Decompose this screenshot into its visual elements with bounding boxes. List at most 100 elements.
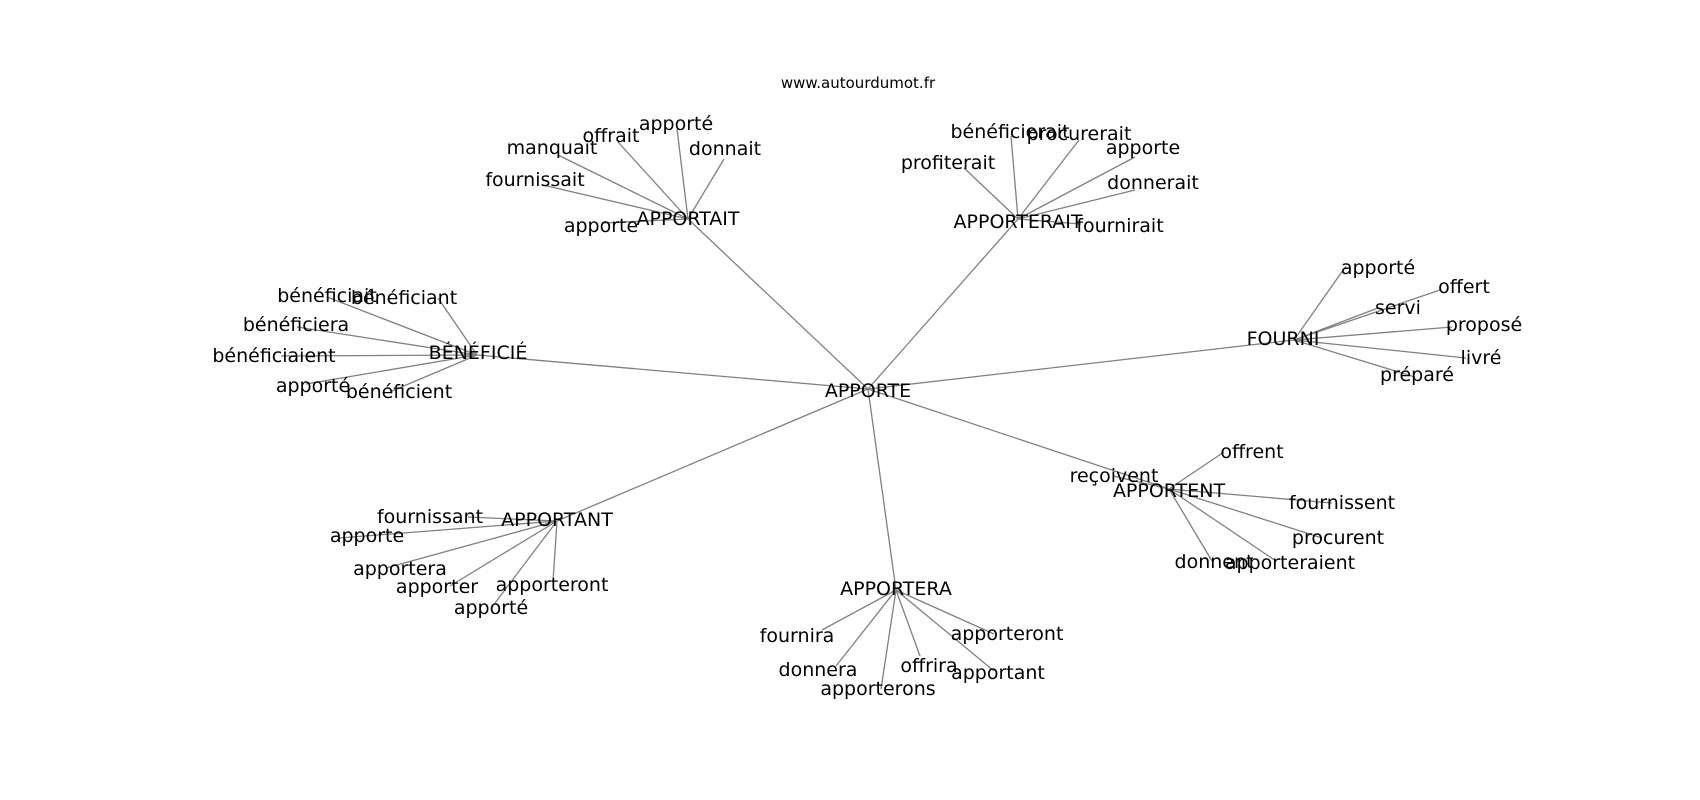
edge-hub-to-word <box>1293 339 1467 359</box>
word-node[interactable]: manquait <box>507 137 598 159</box>
word-node[interactable]: offrait <box>583 125 640 147</box>
word-node[interactable]: apporté <box>1341 257 1415 279</box>
word-node[interactable]: apporté <box>454 597 528 619</box>
hub-node[interactable]: APPORTERA <box>840 578 952 600</box>
edge-hub-to-word <box>385 520 558 569</box>
edge-hub-to-word <box>602 218 689 224</box>
edge-hub-to-word <box>895 589 995 635</box>
word-node[interactable]: bénéficierait <box>950 121 1069 143</box>
word-node[interactable]: profiterait <box>901 152 995 174</box>
edge-center-to-hub <box>867 218 1019 390</box>
word-node[interactable]: apportera <box>353 558 447 580</box>
edge-hub-to-word <box>880 589 897 690</box>
word-node[interactable]: bénéficient <box>346 381 452 403</box>
edge-center-to-hub <box>867 388 1170 490</box>
word-node[interactable]: offrent <box>1220 441 1283 463</box>
edge-hub-to-word <box>1017 189 1136 220</box>
word-node[interactable]: apporteront <box>496 574 609 596</box>
hub-node[interactable]: APPORTANT <box>501 509 613 531</box>
edge-hub-to-word <box>542 184 689 220</box>
word-node[interactable]: bénéficiera <box>243 314 349 336</box>
edge-hub-to-word <box>1293 265 1347 341</box>
word-node[interactable]: fournissent <box>1289 492 1395 514</box>
word-node[interactable]: apporte <box>1106 137 1180 159</box>
word-node[interactable]: reçoivent <box>1070 465 1159 487</box>
edge-hub-to-word <box>676 128 689 220</box>
word-node[interactable]: donnent <box>1175 551 1254 573</box>
edge-hub-to-word <box>1293 307 1379 341</box>
word-node[interactable]: procurent <box>1292 527 1384 549</box>
site-url: www.autourdumot.fr <box>781 74 936 92</box>
word-node[interactable]: donnera <box>779 659 858 681</box>
edge-hub-to-word <box>1168 488 1333 504</box>
edge-hub-to-word <box>437 297 478 356</box>
hub-node[interactable]: APPORTAIT <box>636 208 739 230</box>
word-node[interactable]: apporté <box>276 375 350 397</box>
word-node[interactable]: fournissait <box>485 169 584 191</box>
edge-hub-to-word <box>280 354 478 357</box>
edge-hub-to-word <box>895 589 995 672</box>
edge-hub-to-word <box>1168 488 1213 562</box>
edge-center-to-hub <box>476 354 869 390</box>
word-node[interactable]: apporter <box>396 576 478 598</box>
word-node[interactable]: offrira <box>900 655 957 677</box>
edge-hub-to-word <box>552 520 558 583</box>
word-node[interactable]: fournissant <box>377 506 483 528</box>
edge-hub-to-word <box>1017 156 1136 220</box>
word-node[interactable]: apportant <box>951 662 1045 684</box>
edge-hub-to-word <box>835 589 897 667</box>
hub-node[interactable]: APPORTENT <box>1113 480 1226 502</box>
edge-hub-to-word <box>296 326 478 356</box>
edge-hub-to-word <box>1112 475 1170 490</box>
edge-hub-to-word <box>687 158 725 220</box>
edge-hub-to-word <box>494 520 558 604</box>
word-node[interactable]: offert <box>1438 276 1490 298</box>
word-node[interactable]: apporteront <box>951 623 1064 645</box>
edge-hub-to-word <box>963 167 1019 220</box>
word-node[interactable]: donnerait <box>1107 172 1199 194</box>
word-node[interactable]: livré <box>1461 347 1502 369</box>
hub-node[interactable]: APPORTERAIT <box>954 211 1083 233</box>
hub-node[interactable]: BÉNÉFICIÉ <box>429 341 528 364</box>
graph-edges <box>280 128 1467 690</box>
word-node[interactable]: bénéficiant <box>351 287 457 309</box>
word-node[interactable]: fournirait <box>1076 215 1163 237</box>
edge-hub-to-word <box>449 520 558 587</box>
edge-hub-to-word <box>1168 488 1323 539</box>
edge-hub-to-word <box>467 516 558 522</box>
word-node[interactable]: apporte <box>330 525 404 547</box>
edge-center-to-hub <box>687 218 869 390</box>
word-node[interactable]: bénéficiait <box>277 285 377 307</box>
word-node[interactable]: préparé <box>1380 364 1454 386</box>
edge-center-to-hub <box>867 388 897 591</box>
word-node[interactable]: donnait <box>689 138 761 160</box>
hub-node[interactable]: FOURNI <box>1247 328 1320 350</box>
edge-hub-to-word <box>617 141 689 220</box>
edge-hub-to-word <box>895 589 921 657</box>
word-node[interactable]: apporteraient <box>1225 552 1355 574</box>
word-node[interactable]: apporté <box>639 113 713 135</box>
edge-hub-to-word <box>1168 451 1225 490</box>
edge-hub-to-word <box>326 296 478 356</box>
word-node[interactable]: apporterons <box>820 678 935 700</box>
edge-hub-to-word <box>338 520 558 539</box>
edge-hub-to-word <box>305 354 478 385</box>
word-node[interactable]: apporte <box>564 215 638 237</box>
word-node[interactable]: proposé <box>1446 314 1522 336</box>
edge-hub-to-word <box>1017 218 1082 225</box>
edge-center-to-hub <box>556 388 869 522</box>
edge-hub-to-word <box>821 589 897 631</box>
edge-hub-to-word <box>557 154 689 220</box>
word-node[interactable]: procurerait <box>1027 123 1132 145</box>
edge-hub-to-word <box>1293 289 1441 341</box>
edge-center-to-hub <box>867 339 1295 390</box>
edge-hub-to-word <box>1010 135 1019 220</box>
edge-hub-to-word <box>1168 488 1277 562</box>
word-node[interactable]: bénéficiaient <box>212 345 335 367</box>
edge-hub-to-word <box>1017 139 1080 220</box>
word-node[interactable]: servi <box>1375 297 1421 319</box>
word-node[interactable]: fournira <box>760 625 835 647</box>
center-node[interactable]: APPORTE <box>825 380 911 402</box>
